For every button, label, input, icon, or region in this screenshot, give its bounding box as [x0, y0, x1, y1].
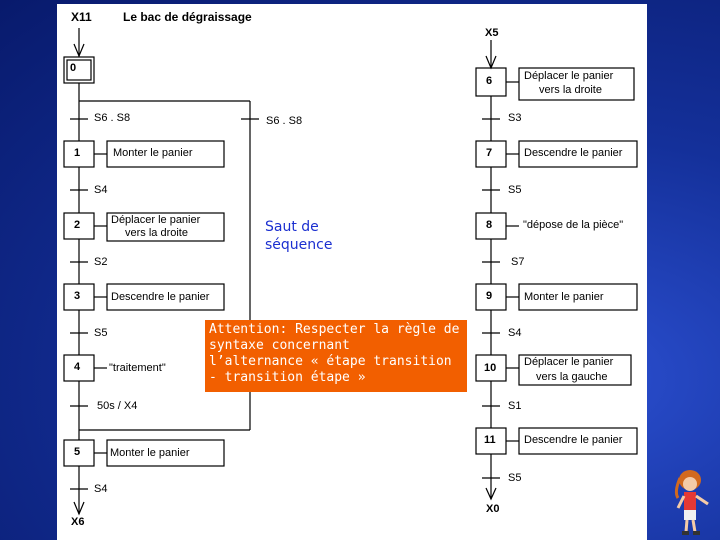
transition-7-8: S5 [508, 184, 522, 196]
jump-annotation-line1: Saut de [265, 219, 319, 235]
step-1-number: 1 [74, 147, 81, 159]
step-8-action: "dépose de la pièce" [523, 219, 624, 231]
step-9-action: Monter le panier [524, 291, 604, 303]
step-2-action-line1: Déplacer le panier [111, 214, 201, 226]
step-2-action-line2: vers la droite [125, 227, 188, 239]
step-8-number: 8 [486, 219, 493, 231]
step-10-action-line2: vers la gauche [536, 371, 608, 383]
step-5-action: Monter le panier [110, 447, 190, 459]
diagram-title: Le bac de dégraissage [123, 10, 252, 24]
right-exit-arrow [485, 487, 497, 501]
step-6-number: 6 [486, 75, 493, 87]
step-10-action-line1: Déplacer le panier [524, 356, 614, 368]
step-7-action: Descendre le panier [524, 147, 623, 159]
transition-9-10: S4 [508, 327, 522, 339]
step-0-frame [63, 56, 95, 84]
step-7-number: 7 [486, 147, 493, 159]
transition-10-11: S1 [508, 400, 522, 412]
right-exit-label: X0 [486, 503, 500, 515]
transition-0-1: S6 . S8 [94, 112, 131, 124]
transition-5-out: S4 [94, 483, 108, 495]
transition-2-3: S2 [94, 256, 108, 268]
attention-line2: syntaxe concernant [209, 338, 350, 353]
transition-jump: S6 . S8 [266, 115, 303, 127]
step-11-action: Descendre le panier [524, 434, 623, 446]
step-2-number: 2 [74, 219, 81, 231]
girl-clipart-icon [674, 470, 709, 535]
step-0-number: 0 [70, 62, 77, 74]
jump-annotation-line2: séquence [265, 237, 333, 253]
left-entry-arrow [73, 43, 85, 58]
attention-line1: Attention: Respecter la règle de [209, 322, 460, 337]
transition-1-2: S4 [94, 184, 108, 196]
step-10-number: 10 [484, 362, 497, 374]
left-exit-arrow [73, 501, 85, 516]
right-entry-label: X5 [485, 27, 499, 39]
attention-callout: Attention: Respecter la règle de syntaxe… [205, 320, 467, 392]
transition-3-4: S5 [94, 327, 108, 339]
diagram-panel [57, 4, 647, 540]
step-6-action-line2: vers la droite [539, 84, 602, 96]
step-6-action-line1: Déplacer le panier [524, 70, 614, 82]
step-3-action: Descendre le panier [111, 291, 210, 303]
transition-11-out: S5 [508, 472, 522, 484]
step-9-number: 9 [486, 290, 493, 302]
jump-annotation: Saut de séquence [265, 218, 385, 254]
attention-line4: - transition étape » [209, 370, 366, 385]
step-3-number: 3 [74, 290, 81, 302]
transition-8-9: S7 [511, 256, 525, 268]
transition-6-7: S3 [508, 112, 522, 124]
step-1-action: Monter le panier [113, 147, 193, 159]
step-0-inner-frame [66, 59, 92, 81]
left-entry-label: X11 [71, 10, 92, 24]
step-4-number: 4 [74, 361, 81, 373]
attention-line3: l’alternance « étape transition [209, 354, 452, 369]
step-4-action: "traitement" [109, 362, 166, 374]
left-exit-label: X6 [71, 516, 85, 528]
step-5-number: 5 [74, 446, 81, 458]
step-11-number: 11 [484, 434, 496, 446]
transition-4-5: 50s / X4 [97, 400, 138, 412]
